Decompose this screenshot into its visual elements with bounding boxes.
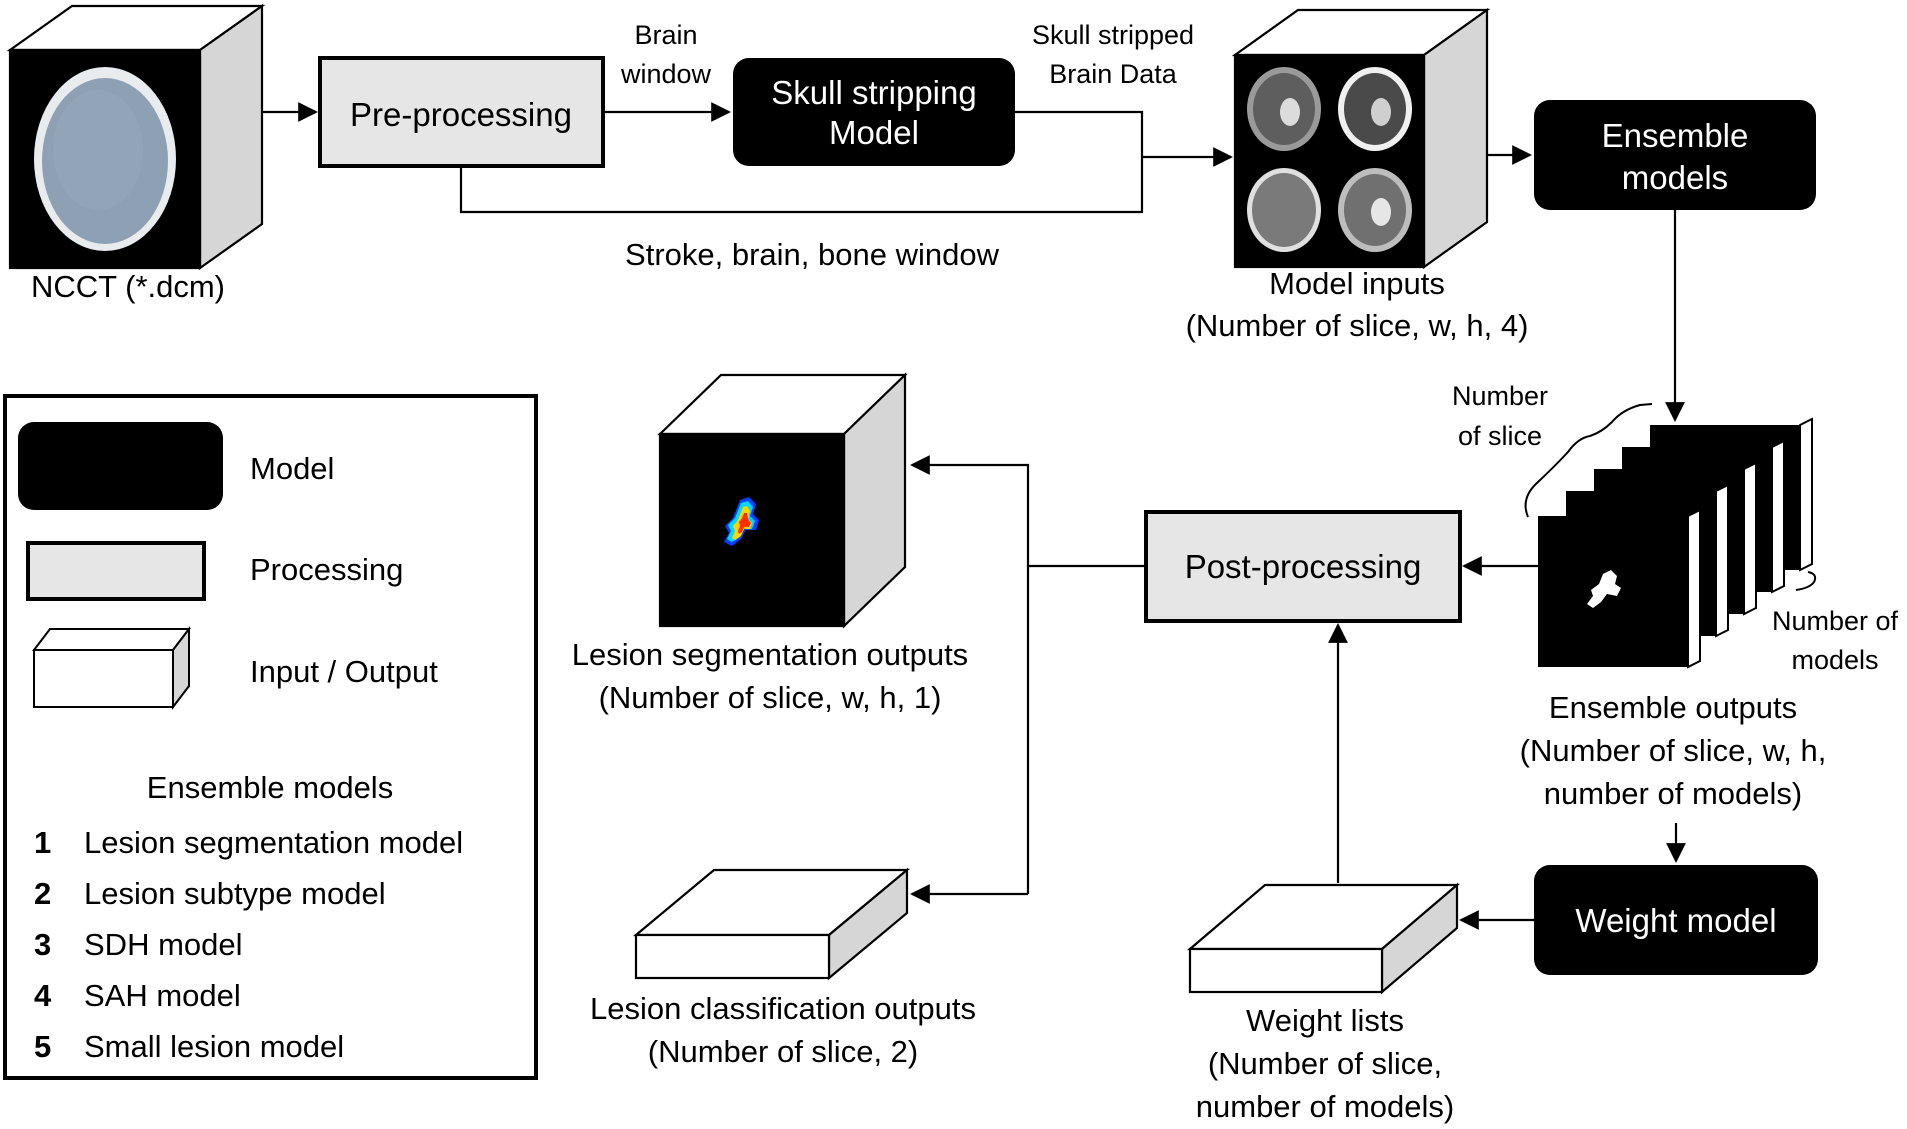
binary-lesion-mask [1587,570,1621,608]
ensemble-outputs-line1: Ensemble outputs [1549,690,1797,725]
legend-item-number: 1 [34,825,51,860]
legend-item-label: Lesion segmentation model [84,825,463,860]
preprocessing-label: Pre-processing [350,96,572,133]
ensemble-output-slice-front [1538,508,1701,669]
skull-stripped-label-line2: Brain Data [1049,59,1178,89]
ensemble-models-box: Ensemble models [1534,100,1816,210]
weight-lists-line2: (Number of slice, [1208,1046,1442,1081]
ensemble-outputs-line2: (Number of slice, w, h, [1520,733,1827,768]
legend-io-label: Input / Output [250,654,438,689]
ensemble-outputs-stack [1538,417,1813,669]
number-of-models-brace [1795,571,1817,591]
lesion-segmentation-cube [657,372,908,629]
model-inputs-line1: Model inputs [1269,266,1445,301]
legend-item-number: 5 [34,1029,51,1064]
legend-processing-swatch [26,541,206,601]
postprocessing-label: Post-processing [1185,548,1422,585]
skull-stripping-line1: Skull stripping [771,74,976,111]
ensemble-models-line1: Ensemble [1602,117,1749,154]
legend-model-swatch [18,422,223,510]
lesion-heatmap [724,497,759,546]
weight-lists-box [1187,882,1460,995]
weight-lists-line1: Weight lists [1246,1003,1404,1038]
weight-model-box: Weight model [1534,865,1818,975]
skull-stripping-model-box: Skull stripping Model [733,58,1015,166]
ct-slice-brain-window [1338,67,1412,151]
lesion-segmentation-line1: Lesion segmentation outputs [572,637,968,672]
ct-head-image [34,67,176,251]
legend-item-label: Lesion subtype model [84,876,386,911]
number-of-models-label-line2: models [1791,645,1878,675]
legend-item-label: SAH model [84,978,241,1013]
model-inputs-line2: (Number of slice, w, h, 4) [1186,308,1529,343]
weight-model-label: Weight model [1575,902,1776,939]
ensemble-outputs-line3: number of models) [1544,776,1802,811]
number-of-models-label-line1: Number of [1772,606,1899,636]
legend-ensemble-title: Ensemble models [147,770,393,805]
number-of-slice-brace [1524,403,1653,518]
ncct-label: NCCT (*.dcm) [31,269,225,304]
lesion-segmentation-line2: (Number of slice, w, h, 1) [599,680,942,715]
number-of-slice-label-line2: of slice [1458,421,1542,451]
legend-model-label: Model [250,451,334,486]
stroke-window-label: Stroke, brain, bone window [625,237,1000,272]
lesion-classification-line1: Lesion classification outputs [590,991,976,1026]
skull-stripping-line2: Model [829,114,919,151]
legend-item-number: 2 [34,876,51,911]
ct-slice-stroke-window [1247,67,1321,151]
postprocessing-box: Post-processing [1144,510,1462,623]
ncct-input-cube [6,3,266,271]
legend-ensemble-list: 1 Lesion segmentation model 2 Lesion subtyp… [34,825,463,1064]
legend-item-number: 3 [34,927,51,962]
preprocessing-box: Pre-processing [318,56,605,168]
legend-item-label: Small lesion model [84,1029,344,1064]
legend-item-label: SDH model [84,927,243,962]
lesion-classification-line2: (Number of slice, 2) [648,1034,918,1069]
legend: Model Processing Input / Output Ensemble… [3,394,538,1080]
model-inputs-cube [1231,7,1491,270]
legend-io-swatch [31,626,192,710]
weight-lists-line3: number of models) [1196,1089,1454,1124]
edge-skull-stripping-to-model-inputs [1015,110,1233,167]
ct-slice-bone-window [1247,168,1321,252]
edge-to-segmentation-outputs [910,455,1030,894]
brain-window-label-line2: window [620,59,712,89]
legend-processing-label: Processing [250,552,403,587]
edge-preprocessing-bypass [459,157,1144,214]
lesion-classification-box [632,867,911,981]
legend-item-number: 4 [34,978,52,1013]
number-of-slice-label-line1: Number [1452,381,1548,411]
brain-window-label-line1: Brain [634,20,697,50]
ensemble-models-line2: models [1622,159,1728,196]
ct-slice-skull-stripped [1338,168,1412,252]
skull-stripped-label-line1: Skull stripped [1032,20,1194,50]
